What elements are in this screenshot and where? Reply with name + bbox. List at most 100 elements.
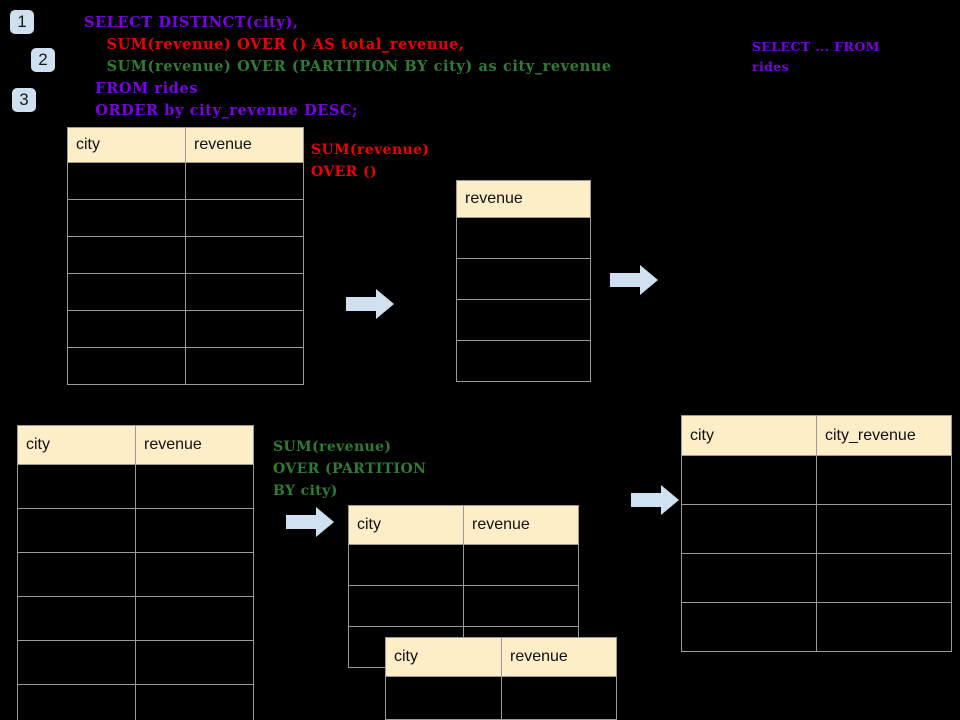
table-cell xyxy=(135,596,254,641)
table-cell xyxy=(816,455,952,505)
table-cell xyxy=(681,602,817,652)
table-cell xyxy=(816,504,952,554)
table-row xyxy=(17,640,254,685)
column-header-city: city xyxy=(348,505,464,545)
table-row xyxy=(681,553,952,603)
table-total-revenue: revenue xyxy=(456,180,591,382)
table-row xyxy=(456,299,591,341)
column-header-revenue: revenue xyxy=(185,127,304,163)
table-rides-source: city revenue xyxy=(67,127,304,385)
table-body xyxy=(681,455,952,652)
table-row xyxy=(385,676,617,720)
table-header-row: city revenue xyxy=(348,505,579,545)
table-cell xyxy=(185,273,304,311)
table-cell xyxy=(185,199,304,237)
column-header-city: city xyxy=(67,127,186,163)
annotation-partition-line2: OVER (PARTITION xyxy=(273,461,427,477)
table-header-row: city revenue xyxy=(67,127,304,163)
table-cell xyxy=(135,464,254,509)
step-badge-3: 3 xyxy=(12,88,36,112)
table-cell xyxy=(185,310,304,348)
sql-line-total-revenue: SUM(revenue) OVER () AS total_revenue, xyxy=(84,36,465,53)
table-row xyxy=(17,508,254,553)
table-cell xyxy=(17,640,136,685)
table-cell xyxy=(17,508,136,553)
table-row xyxy=(67,162,304,200)
arrow-total-to-result xyxy=(610,265,658,300)
table-cell xyxy=(17,684,136,720)
table-rides-source-2: city revenue xyxy=(17,425,254,720)
table-header-row: city city_revenue xyxy=(681,415,952,456)
column-header-city: city xyxy=(17,425,136,465)
table-body xyxy=(456,217,591,382)
table-cell xyxy=(456,258,591,300)
table-cell xyxy=(348,585,464,627)
table-cell xyxy=(17,464,136,509)
sql-line-from: FROM rides xyxy=(84,80,199,97)
column-header-revenue: revenue xyxy=(501,637,617,677)
column-header-revenue: revenue xyxy=(135,425,254,465)
table-cell xyxy=(348,544,464,586)
table-cell xyxy=(463,585,579,627)
table-row xyxy=(17,684,254,720)
table-row xyxy=(456,217,591,259)
table-header-row: city revenue xyxy=(385,637,617,677)
table-cell xyxy=(456,217,591,259)
table-row xyxy=(681,504,952,554)
table-row xyxy=(67,273,304,311)
table-final-result: city city_revenue xyxy=(681,415,952,652)
table-partition-group-b: city revenue xyxy=(385,637,617,720)
table-row xyxy=(17,596,254,641)
table-row xyxy=(67,347,304,385)
table-row xyxy=(681,455,952,505)
step-badge-1: 1 xyxy=(10,10,34,34)
table-row xyxy=(67,310,304,348)
column-header-city: city xyxy=(681,415,817,456)
sql-snippet-select-from: SELECT ... FROM xyxy=(752,39,880,54)
table-cell xyxy=(185,347,304,385)
annotation-over-empty-line2: OVER () xyxy=(311,164,378,180)
table-cell xyxy=(67,236,186,274)
annotation-partition-line1: SUM(revenue) xyxy=(273,439,392,455)
table-cell xyxy=(135,684,254,720)
table-cell xyxy=(456,299,591,341)
annotation-partition-line3: BY city) xyxy=(273,483,338,499)
table-row xyxy=(681,602,952,652)
table-cell xyxy=(681,504,817,554)
table-row xyxy=(456,258,591,300)
table-cell xyxy=(385,676,502,720)
table-cell xyxy=(501,676,617,720)
table-row xyxy=(67,199,304,237)
table-row xyxy=(456,340,591,382)
table-cell xyxy=(681,553,817,603)
annotation-over-empty-line1: SUM(revenue) xyxy=(311,142,430,158)
arrow-partition-to-result xyxy=(631,485,679,520)
sql-line-order-by: ORDER by city_revenue DESC; xyxy=(84,102,359,119)
sql-line-select: SELECT DISTINCT(city), xyxy=(84,14,299,31)
table-cell xyxy=(135,552,254,597)
table-cell xyxy=(67,310,186,348)
table-row xyxy=(348,544,579,586)
table-body xyxy=(385,676,617,720)
table-cell xyxy=(67,273,186,311)
column-header-city: city xyxy=(385,637,502,677)
table-cell xyxy=(816,602,952,652)
table-header-row: city revenue xyxy=(17,425,254,465)
table-row xyxy=(348,585,579,627)
table-cell xyxy=(135,640,254,685)
column-header-revenue: revenue xyxy=(463,505,579,545)
table-cell xyxy=(135,508,254,553)
table-row xyxy=(67,236,304,274)
arrow-source-to-total xyxy=(346,289,394,324)
column-header-city-revenue: city_revenue xyxy=(816,415,952,456)
table-cell xyxy=(17,596,136,641)
table-cell xyxy=(67,162,186,200)
table-cell xyxy=(185,162,304,200)
step-badge-2: 2 xyxy=(31,48,55,72)
table-cell xyxy=(816,553,952,603)
table-cell xyxy=(456,340,591,382)
table-body xyxy=(67,162,304,385)
table-row xyxy=(17,464,254,509)
table-cell xyxy=(67,347,186,385)
